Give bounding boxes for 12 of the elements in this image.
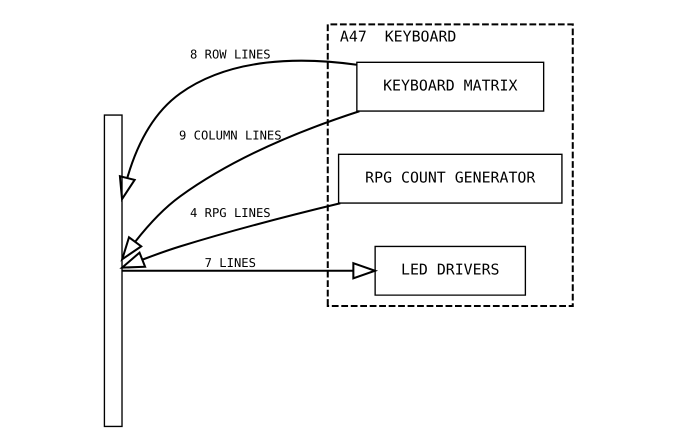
arrow: [118, 60, 356, 202]
arrow: [120, 110, 360, 262]
edge-label: 8 ROW LINES: [189, 48, 270, 62]
node-box: LED DRIVERS: [374, 246, 526, 296]
node-bar: [103, 114, 122, 428]
node-box: KEYBOARD MATRIX: [356, 62, 544, 112]
edge-label: 7 LINES: [204, 256, 256, 270]
arrow: [122, 262, 378, 280]
edge-label: 4 RPG LINES: [189, 206, 270, 220]
node-box: RPG COUNT GENERATOR: [337, 154, 562, 204]
edge-label: 9 COLUMN LINES: [178, 128, 282, 143]
arrow: [118, 202, 340, 269]
